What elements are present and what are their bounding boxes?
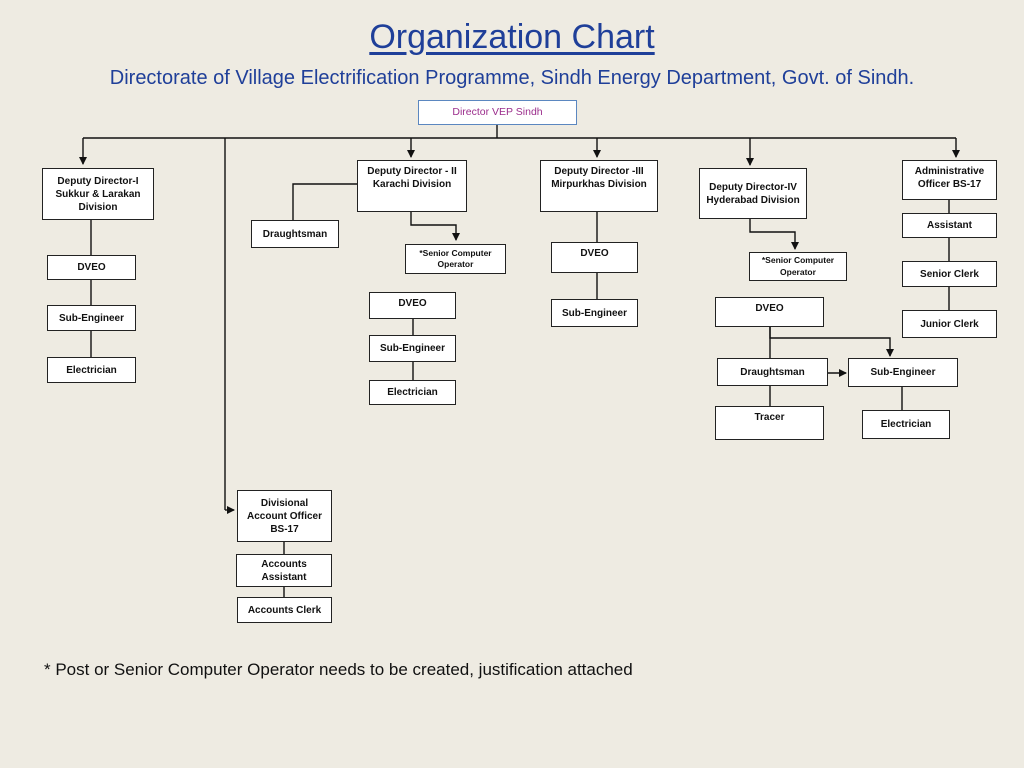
deputy-director-4-box: Deputy Director-IV Hyderabad Division [699, 168, 807, 219]
dd4-dveo-box: DVEO [715, 297, 824, 327]
administrative-officer-box: Administrative Officer BS-17 [902, 160, 997, 200]
dd2-draughtsman-box: Draughtsman [251, 220, 339, 248]
deputy-director-2-box: Deputy Director - II Karachi Division [357, 160, 467, 212]
accounts-assistant-box: Accounts Assistant [236, 554, 332, 587]
connector [769, 327, 894, 357]
dd4-electrician-box: Electrician [862, 410, 950, 439]
dd2-electrician-box: Electrician [369, 380, 456, 405]
connector [292, 183, 357, 220]
divisional-account-officer-box: Divisional Account Officer BS-17 [237, 490, 332, 542]
chart-title: Organization Chart [369, 18, 655, 56]
connector [749, 219, 799, 250]
dd2-senior-computer-operator-box: *Senior Computer Operator [405, 244, 506, 274]
admin-senior-clerk-box: Senior Clerk [902, 261, 997, 287]
dd4-tracer-box: Tracer [715, 406, 824, 440]
dd2-dveo-box: DVEO [369, 292, 456, 319]
footnote: * Post or Senior Computer Operator needs… [44, 660, 633, 679]
dd3-sub-engineer-box: Sub-Engineer [551, 299, 638, 327]
dd1-dveo-box: DVEO [47, 255, 136, 280]
admin-junior-clerk-box: Junior Clerk [902, 310, 997, 338]
chart-subtitle: Directorate of Village Electrification P… [109, 67, 915, 89]
dd1-sub-engineer-box: Sub-Engineer [47, 305, 136, 331]
deputy-director-1-box: Deputy Director-I Sukkur & Larakan Divis… [42, 168, 154, 220]
dd2-sub-engineer-box: Sub-Engineer [369, 335, 456, 362]
dd4-sub-engineer-box: Sub-Engineer [848, 358, 958, 387]
admin-assistant-box: Assistant [902, 213, 997, 238]
connector [410, 211, 460, 241]
dd1-electrician-box: Electrician [47, 357, 136, 383]
dd4-senior-computer-operator-box: *Senior Computer Operator [749, 252, 847, 281]
dd3-dveo-box: DVEO [551, 242, 638, 273]
deputy-director-3-box: Deputy Director -III Mirpurkhas Division [540, 160, 658, 212]
director-box: Director VEP Sindh [418, 100, 577, 125]
accounts-clerk-box: Accounts Clerk [237, 597, 332, 623]
dd4-draughtsman-box: Draughtsman [717, 358, 828, 386]
